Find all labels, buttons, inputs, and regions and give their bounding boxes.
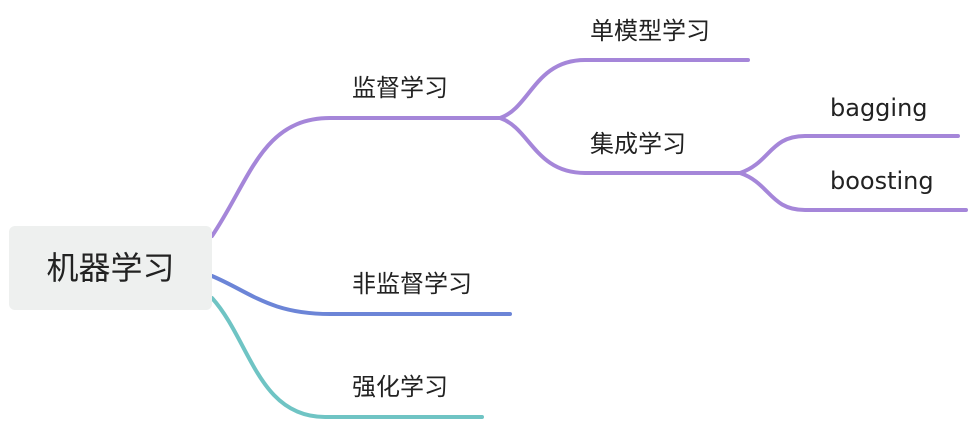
node-single-model[interactable]: 单模型学习 — [590, 17, 710, 45]
connector-supervised-single-model — [498, 58, 750, 120]
connector-ensemble-boosting — [738, 171, 968, 212]
connector-supervised-ensemble — [498, 116, 742, 175]
connector-root-reinforcement — [210, 296, 484, 419]
node-bagging[interactable]: bagging — [830, 94, 928, 122]
root-node[interactable] — [9, 226, 212, 310]
connector-root-supervised — [210, 116, 502, 238]
node-supervised[interactable]: 监督学习 — [352, 74, 448, 102]
connector-ensemble-bagging — [738, 134, 960, 175]
node-unsupervised[interactable]: 非监督学习 — [352, 270, 472, 298]
node-ensemble[interactable]: 集成学习 — [590, 130, 686, 158]
node-boosting[interactable]: boosting — [830, 167, 934, 195]
root-node-label: 机器学习 — [46, 249, 175, 287]
connector-root-unsupervised — [210, 274, 512, 316]
node-reinforcement[interactable]: 强化学习 — [352, 373, 448, 401]
